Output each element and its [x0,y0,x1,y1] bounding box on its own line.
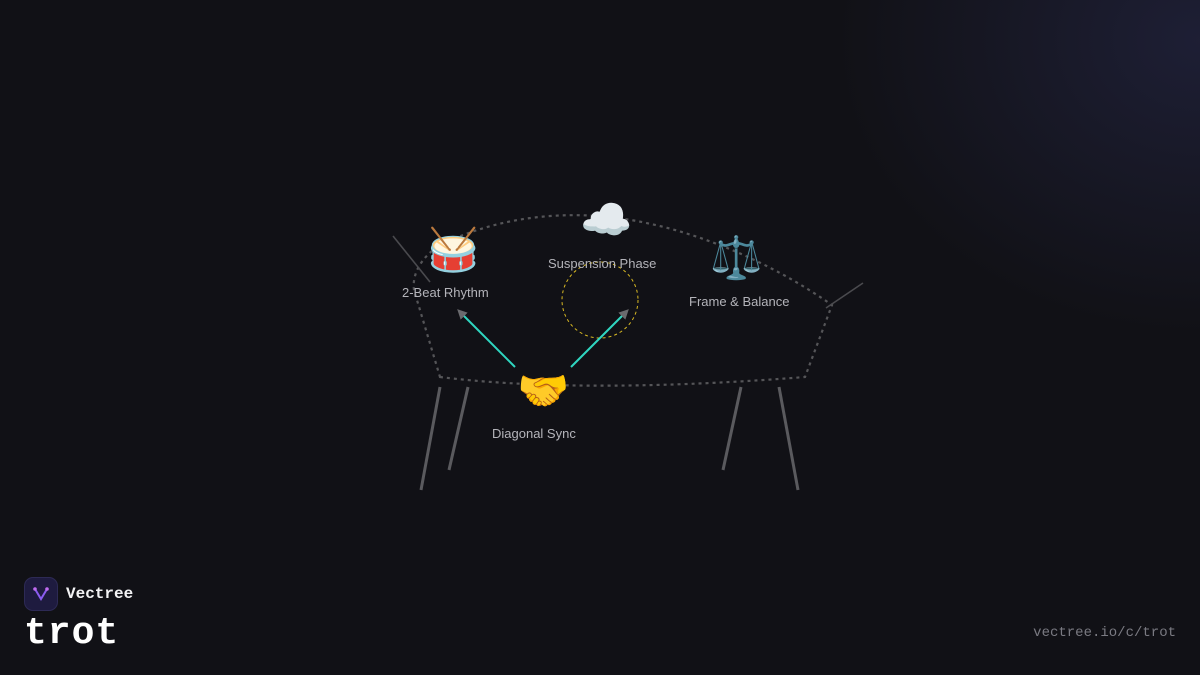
horse-neck-line [392,235,431,283]
brand-name: Vectree [66,585,134,603]
diagonal-arrow-right [570,309,629,368]
scales-icon: ⚖️ [710,233,763,282]
node-label-frame-balance: Frame & Balance [689,294,790,309]
cloud-icon: ☁️ [580,195,633,244]
horse-tail-line [825,282,864,309]
page-title: trot [24,612,120,655]
hind-leg-near [777,386,800,491]
diagonal-arrow-left [457,309,516,368]
hind-leg-far [721,386,743,471]
node-label-2-beat-rhythm: 2-Beat Rhythm [402,285,489,300]
handshake-icon: 🤝 [517,366,570,415]
vectree-logo-icon [24,577,58,611]
node-label-suspension-phase: Suspension Phase [548,256,657,271]
brand: Vectree [24,577,133,611]
drum-icon: 🥁 [427,225,480,274]
suspension-phase-circle [561,261,639,339]
front-leg-near [419,386,442,491]
source-url[interactable]: vectree.io/c/trot [1033,625,1176,641]
node-label-diagonal-sync: Diagonal Sync [492,426,576,441]
front-leg-far [447,386,470,471]
